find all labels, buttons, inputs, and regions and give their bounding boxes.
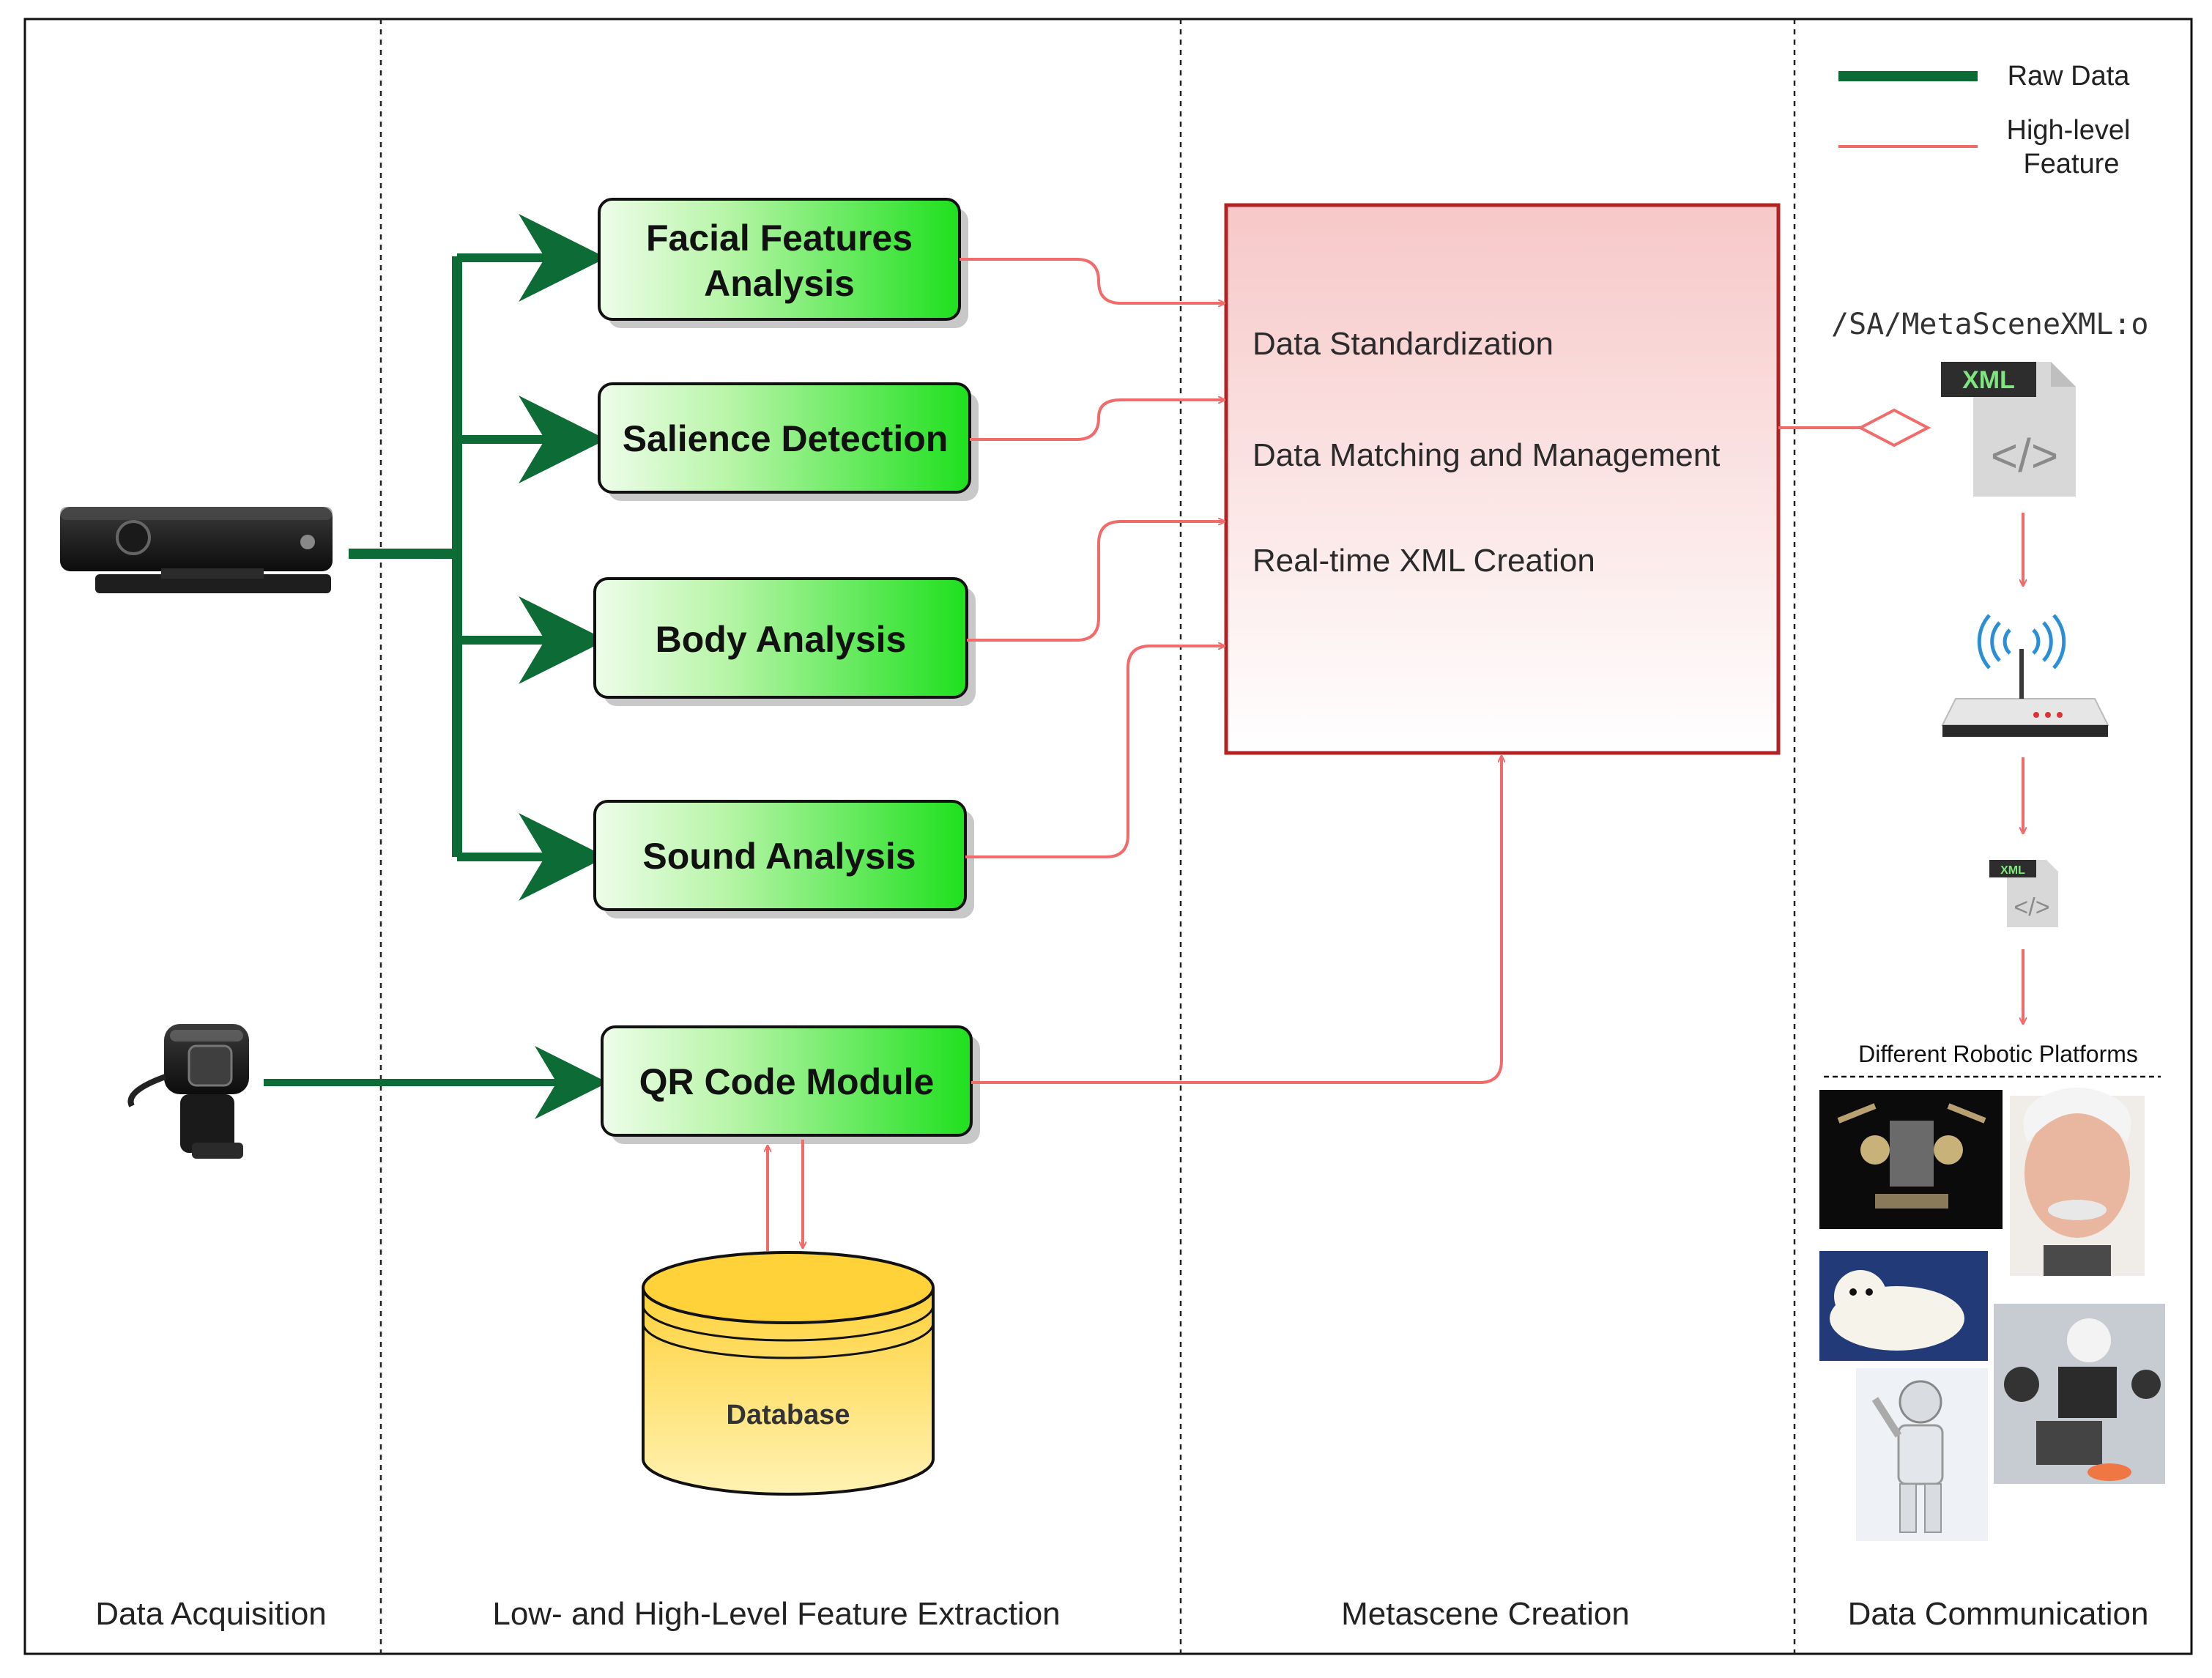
node-facial-label: Facial Features [646, 218, 913, 259]
robot-photo-asimo [1856, 1368, 1988, 1541]
webcam-icon [127, 1024, 249, 1159]
metascene-box: Data Standardization Data Matching and M… [1224, 203, 1781, 755]
lane-label-communication: Data Communication [1848, 1596, 2149, 1632]
lane-label-metascene: Metascene Creation [1341, 1596, 1630, 1632]
database-label: Database [727, 1400, 850, 1430]
robot-photo-kismet [1819, 1090, 2003, 1229]
node-facial-label: Analysis [704, 263, 855, 304]
xml-topic-label: /SA/MetaSceneXML:o [1831, 308, 2148, 341]
node-body-analysis: Body Analysis [593, 577, 976, 706]
robots-title: Different Robotic Platforms [1858, 1041, 2138, 1067]
robot-photo-paro [1819, 1251, 1988, 1361]
legend-high-level-label: Feature [2024, 149, 2120, 179]
wifi-router-icon [1941, 614, 2109, 737]
kinect-sensor-icon [60, 507, 333, 593]
xml-small-badge-label: XML [2000, 864, 2025, 877]
metascene-item-matching: Data Matching and Management [1252, 437, 1720, 473]
node-salience-label: Salience Detection [623, 418, 949, 459]
node-sound-label: Sound Analysis [642, 836, 916, 877]
lane-label-acquisition: Data Acquisition [95, 1596, 327, 1632]
metascene-item-xml-creation: Real-time XML Creation [1252, 543, 1595, 579]
high-level-connectors [768, 258, 2023, 1251]
legend-high-level-label: High-level [2007, 115, 2131, 146]
database-cylinder: Database [642, 1251, 935, 1496]
lane-label-extraction: Low- and High-Level Feature Extraction [492, 1596, 1060, 1632]
xml-badge-label: XML [1962, 366, 2015, 394]
node-facial-features: Facial Features Analysis [598, 198, 968, 328]
raw-data-connectors [264, 214, 608, 1119]
xml-code-glyph: </> [1991, 429, 2059, 482]
legend: Raw Data High-level Feature [1838, 61, 2130, 179]
node-sound-analysis: Sound Analysis [593, 800, 974, 918]
node-body-label: Body Analysis [656, 619, 907, 660]
outer-frame [23, 18, 2193, 1655]
robot-photo-icub [1994, 1304, 2165, 1484]
metascene-item-standardization: Data Standardization [1252, 326, 1554, 362]
robot-photo-einstein [2010, 1088, 2145, 1276]
legend-raw-data-label: Raw Data [2008, 61, 2131, 92]
xml-file-small-icon: XML </> [1989, 860, 2058, 927]
node-qr-code-module: QR Code Module [601, 1025, 980, 1144]
xml-small-code-glyph: </> [2014, 894, 2049, 921]
xml-file-icon: XML </> [1941, 362, 2076, 497]
node-qr-label: QR Code Module [639, 1061, 935, 1102]
node-salience-detection: Salience Detection [598, 382, 979, 501]
